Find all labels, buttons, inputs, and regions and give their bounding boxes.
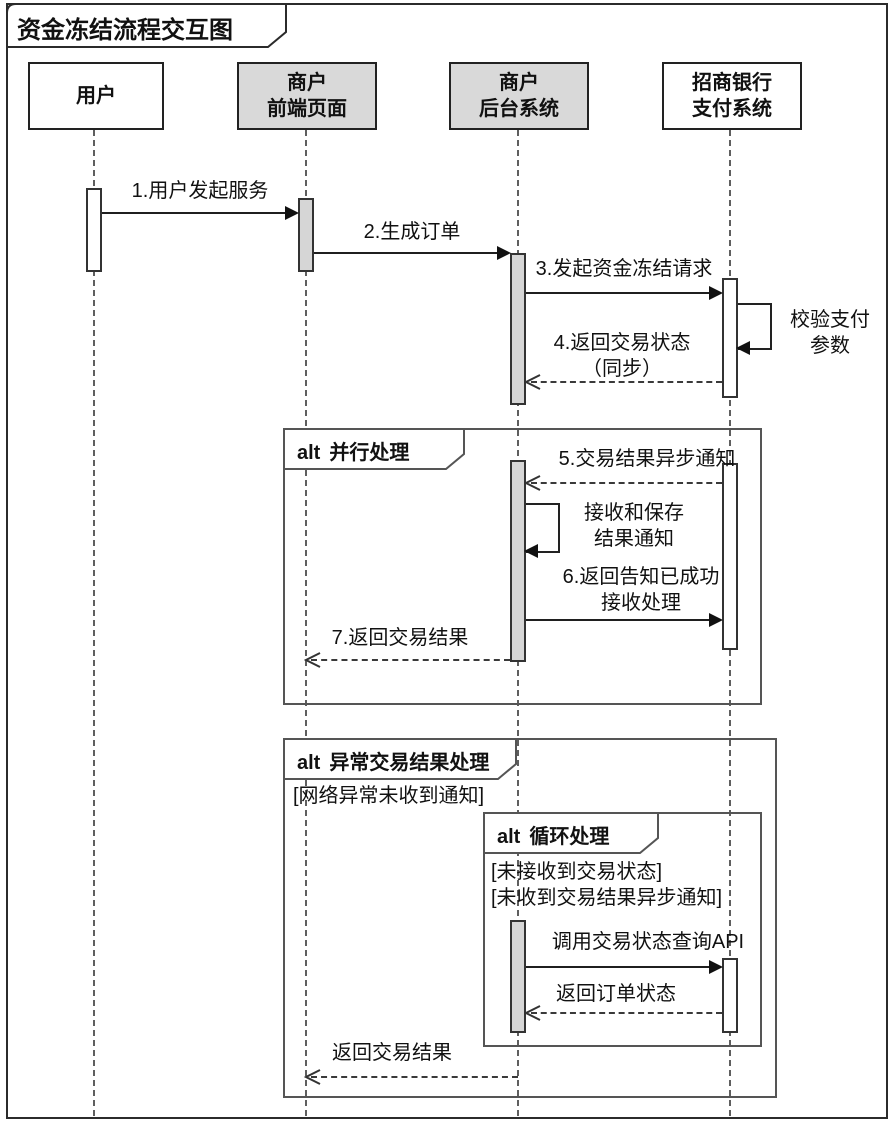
page-title: 资金冻结流程交互图 — [17, 17, 233, 44]
self-message-save-label: 接收和保存 结果通知 — [584, 500, 684, 552]
frame-exception-title: 异常交易结果处理 — [329, 752, 490, 774]
activation-frontend-1 — [298, 198, 314, 272]
message-order-status-arrow — [524, 1005, 722, 1021]
message-4-arrow — [524, 374, 722, 390]
activation-bank-3 — [722, 958, 738, 1033]
participant-frontend-label-2: 前端页面 — [267, 98, 347, 120]
frame-parallel — [283, 428, 762, 705]
frame-parallel-tab — [283, 428, 465, 470]
frame-loop-guard-1: [未接收到交易状态] — [491, 861, 663, 883]
participant-user-label: 用户 — [76, 85, 116, 107]
message-6-line1: 6.返回告知已成功 — [562, 566, 720, 588]
message-3-label: 3.发起资金冻结请求 — [535, 258, 713, 280]
title-tab — [6, 3, 287, 48]
self-message-verify-loop — [736, 303, 772, 355]
participant-bank: 招商银行 支付系统 — [662, 62, 802, 130]
message-return-result-arrow — [304, 1069, 518, 1085]
frame-exception-label: alt 异常交易结果处理 — [297, 746, 489, 775]
participant-backend: 商户 后台系统 — [449, 62, 589, 130]
filled-arrowhead-icon — [285, 206, 299, 220]
message-6-line2: 接收处理 — [601, 592, 681, 614]
frame-loop-title: 循环处理 — [529, 826, 610, 848]
activation-backend-2 — [510, 460, 526, 662]
message-2-label: 2.生成订单 — [363, 221, 461, 243]
message-2-arrow — [314, 245, 511, 261]
lifeline-frontend — [305, 130, 307, 1116]
arrow-line — [102, 212, 286, 214]
activation-bank-2 — [722, 463, 738, 650]
frame-exception-guard: [网络异常未收到通知] — [293, 785, 485, 807]
arrow-line — [531, 381, 722, 383]
frame-exception-tab — [283, 738, 517, 780]
filled-arrowhead-icon — [709, 286, 723, 300]
open-arrowhead-icon — [304, 652, 321, 668]
message-3-arrow — [526, 285, 723, 301]
frame-exception — [283, 738, 777, 1098]
message-return-result-label: 返回交易结果 — [332, 1042, 452, 1064]
message-5-arrow — [524, 475, 722, 491]
activation-user-1 — [86, 188, 102, 272]
message-6-arrow — [526, 612, 723, 628]
message-5-label: 5.交易结果异步通知 — [558, 448, 736, 470]
message-query-api-arrow — [526, 959, 723, 975]
self-message-save-line1: 接收和保存 — [584, 502, 684, 524]
participant-backend-label-2: 后台系统 — [479, 98, 559, 120]
participant-backend-label-1: 商户 — [499, 72, 539, 94]
message-query-api-label: 调用交易状态查询API — [551, 931, 745, 953]
activation-bank-1 — [722, 278, 738, 398]
self-message-verify-label: 校验支付 参数 — [790, 307, 870, 359]
message-6-label: 6.返回告知已成功 接收处理 — [563, 564, 720, 616]
arrow-line — [531, 482, 722, 484]
arrow-line — [526, 966, 710, 968]
message-4-label: 4.返回交易状态 （同步） — [554, 330, 691, 382]
frame-parallel-label: alt 并行处理 — [297, 436, 409, 465]
self-message-verify-line1: 校验支付 — [790, 309, 870, 331]
participant-frontend: 商户 前端页面 — [237, 62, 377, 130]
diagram-border — [6, 3, 888, 1119]
self-message-verify-line2: 参数 — [810, 335, 850, 357]
lifeline-user — [93, 130, 95, 1116]
arrow-line — [311, 1076, 518, 1078]
arrow-line — [311, 659, 510, 661]
open-arrowhead-icon — [524, 374, 541, 390]
arrow-line — [526, 619, 710, 621]
filled-arrowhead-icon — [524, 544, 538, 558]
arrow-line — [531, 1012, 722, 1014]
activation-backend-3 — [510, 920, 526, 1033]
message-1-arrow — [102, 205, 299, 221]
participant-user: 用户 — [28, 62, 164, 130]
message-order-status-label: 返回订单状态 — [556, 983, 676, 1005]
message-4-line2: （同步） — [582, 358, 662, 380]
activation-backend-1 — [510, 253, 526, 405]
filled-arrowhead-icon — [497, 246, 511, 260]
message-7-arrow — [304, 652, 510, 668]
participant-frontend-label-1: 商户 — [287, 72, 327, 94]
alt-keyword: alt — [297, 752, 321, 774]
frame-loop-tab — [483, 812, 659, 854]
open-arrowhead-icon — [304, 1069, 321, 1085]
participant-bank-label-1: 招商银行 — [692, 72, 772, 94]
message-4-line1: 4.返回交易状态 — [553, 332, 691, 354]
open-arrowhead-icon — [524, 1005, 541, 1021]
frame-loop-guard-2: [未收到交易结果异步通知] — [491, 887, 723, 909]
alt-keyword: alt — [297, 442, 321, 464]
filled-arrowhead-icon — [709, 613, 723, 627]
frame-loop-label: alt 循环处理 — [497, 820, 609, 849]
message-7-label: 7.返回交易结果 — [331, 627, 469, 649]
self-message-save-line2: 结果通知 — [594, 528, 674, 550]
filled-arrowhead-icon — [709, 960, 723, 974]
message-1-label: 1.用户发起服务 — [131, 180, 269, 202]
self-message-save-loop — [524, 503, 560, 558]
participant-bank-label-2: 支付系统 — [692, 98, 772, 120]
arrow-line — [526, 292, 710, 294]
arrow-line — [314, 252, 498, 254]
open-arrowhead-icon — [524, 475, 541, 491]
filled-arrowhead-icon — [736, 341, 750, 355]
frame-parallel-title: 并行处理 — [329, 442, 410, 464]
alt-keyword: alt — [497, 826, 521, 848]
